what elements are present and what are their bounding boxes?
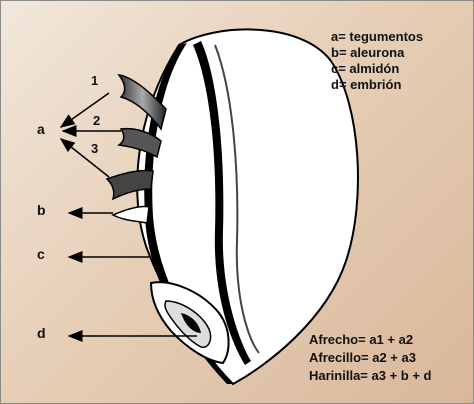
label-b: b <box>37 202 46 218</box>
formula-harinilla: Harinilla= a3 + b + d <box>309 367 431 385</box>
layer-number-1: 1 <box>91 73 98 88</box>
legend-tegumentos: a= tegumentos <box>331 29 423 45</box>
legend-almidon: c= almidón <box>331 61 399 77</box>
aleurone-flap <box>113 206 149 223</box>
formula-afrecho: Afrecho= a1 + a2 <box>309 331 413 349</box>
arrow-a3 <box>61 139 109 177</box>
formula-afrecillo: Afrecillo= a2 + a3 <box>309 349 416 367</box>
layer-number-3: 3 <box>91 141 98 156</box>
legend-embrion: d= embrión <box>331 77 401 93</box>
label-c: c <box>37 246 45 262</box>
legend-aleurona: b= aleurona <box>331 45 404 61</box>
label-a: a <box>37 121 45 137</box>
label-d: d <box>37 325 46 341</box>
arrow-a1 <box>61 93 109 127</box>
layer-number-2: 2 <box>93 113 100 128</box>
